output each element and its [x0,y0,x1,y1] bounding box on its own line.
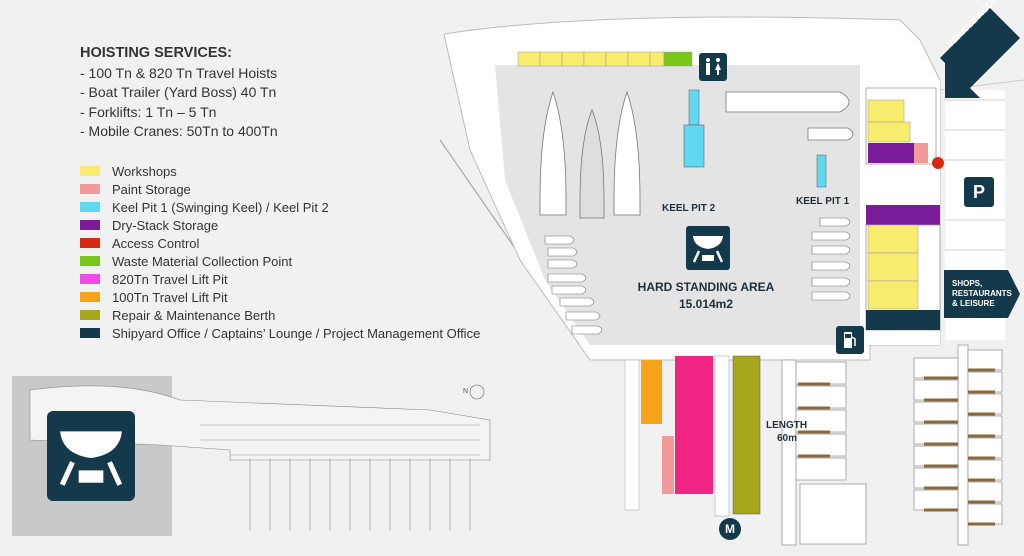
keel-pit-2-label: KEEL PIT 2 [662,203,716,214]
length-title: LENGTH [766,420,808,431]
access-control [932,157,944,169]
legend-label: Dry-Stack Storage [112,217,219,233]
legend-label: 100Tn Travel Lift Pit [112,289,228,305]
restroom-icon [699,53,727,81]
repair-berth [732,355,761,515]
legend: Workshops Paint Storage Keel Pit 1 (Swin… [80,162,480,342]
service-item: - Mobile Cranes: 50Tn to 400Tn [80,123,278,139]
hoisting-services: HOISTING SERVICES: - 100 Tn & 820 Tn Tra… [80,44,278,142]
length-label: LENGTH 60m [766,419,807,445]
shops-arrow [944,270,1020,318]
keel-pit-1 [816,154,827,188]
waste-collection-point [663,51,693,67]
compass-icon [469,384,485,400]
length-value: 60m [777,433,798,444]
hard-standing-icon [686,226,730,270]
legend-label: Shipyard Office / Captains’ Lounge / Pro… [112,325,481,341]
legend-item: Paint Storage [80,180,480,198]
legend-swatch [80,310,100,320]
yachts [539,90,854,219]
m-marker: M [719,518,741,540]
legend-label: Keel Pit 1 (Swinging Keel) / Keel Pit 2 [112,199,329,215]
hard-standing-title: HARD STANDING AREA [637,280,775,294]
shops-line: RESTAURANTS [952,289,1012,298]
shipyard-office [866,310,940,330]
service-item: - Forklifts: 1 Tn – 5 Tn [80,103,217,120]
travel-lift-pit-100tn [641,360,662,424]
hard-standing-label: HARD STANDING AREA 15.014m2 [628,279,784,313]
legend-label: Repair & Maintenance Berth [112,307,276,323]
legend-swatch [80,184,100,194]
m-marker-label: M [725,522,735,536]
hard-standing-size: 15.014m2 [678,297,734,311]
service-item: - 100 Tn & 820 Tn Travel Hoists [80,64,278,81]
shops-line: SHOPS, [952,279,983,288]
legend-item: 100Tn Travel Lift Pit [80,288,480,306]
keel-pit-1-label: KEEL PIT 1 [796,196,850,207]
compass-label: N [463,388,469,395]
service-item: - Boat Trailer (Yard Boss) 40 Tn [80,84,277,100]
dry-stack-storage-1 [868,143,914,163]
legend-swatch [80,202,100,212]
workshop-top-1 [517,51,541,67]
legend-swatch [80,220,100,230]
parking-label: P [972,181,985,202]
legend-item: Repair & Maintenance Berth [80,306,480,324]
dry-stack-storage-2 [866,205,940,225]
legend-swatch [80,166,100,176]
legend-item: Waste Material Collection Point [80,252,480,270]
shops-label: SHOPS, RESTAURANTS & LEISURE [952,279,1012,309]
travel-lift-pit-820tn [675,356,713,494]
legend-item: Dry-Stack Storage [80,216,480,234]
legend-label: Access Control [112,235,200,251]
legend-swatch [80,238,100,248]
legend-label: Workshops [112,163,177,179]
shops-line: & LEISURE [952,299,995,308]
legend-swatch [80,328,100,338]
legend-label: Paint Storage [112,181,191,197]
legend-item: Shipyard Office / Captains’ Lounge / Pro… [80,324,480,342]
legend-label: 820Tn Travel Lift Pit [112,271,228,287]
legend-swatch [80,292,100,302]
services-title: HOISTING SERVICES: [80,45,233,61]
legend-item: Keel Pit 1 (Swinging Keel) / Keel Pit 2 [80,198,480,216]
legend-swatch [80,256,100,266]
legend-item: Workshops [80,162,480,180]
paint-storage [914,143,928,163]
vehicle-access-arrow [940,8,1020,98]
parking-icon: P [964,177,994,207]
fuel-station-icon [836,326,864,354]
legend-item: Access Control [80,234,480,252]
legend-swatch [80,274,100,284]
keel-pit-2 [688,89,700,126]
legend-item: 820Tn Travel Lift Pit [80,270,480,288]
legend-label: Waste Material Collection Point [112,253,293,269]
boat-lift-icon [47,411,135,501]
